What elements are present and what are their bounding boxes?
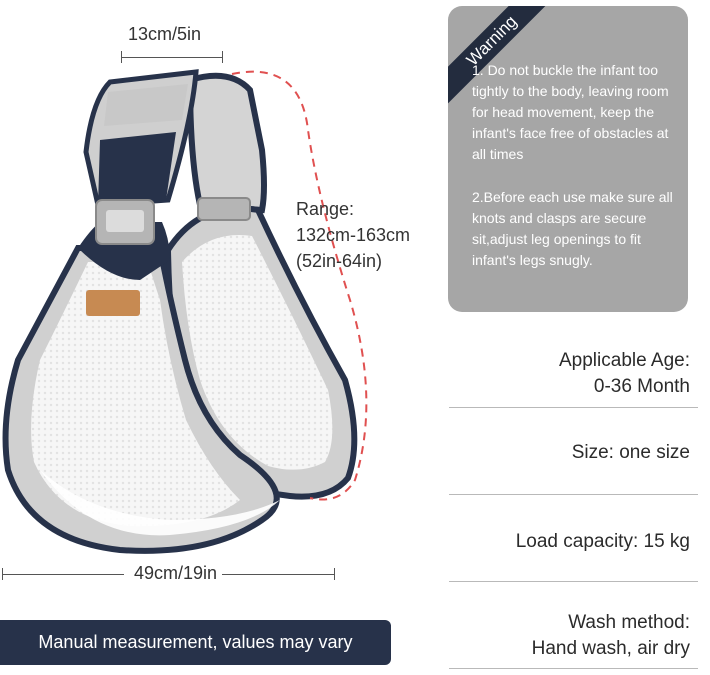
bottom-width-tick-right — [334, 568, 335, 580]
spec-wash-value: Hand wash, air dry — [531, 638, 690, 659]
bottom-width-tick-left — [2, 568, 3, 580]
spec-age: Applicable Age: 0-36 Month — [559, 348, 690, 400]
spec-divider — [449, 407, 698, 408]
strap-width-line — [121, 57, 223, 58]
spec-divider — [449, 668, 698, 669]
measurement-note-badge: Manual measurement, values may vary — [0, 620, 391, 665]
strap-width-tick-right — [222, 51, 223, 63]
range-annotation: Range: 132cm-163cm (52in-64in) — [296, 196, 410, 274]
warning-item-1: 1. Do not buckle the infant too tightly … — [472, 62, 669, 162]
bottom-width-line-left — [2, 574, 124, 575]
spec-wash: Wash method: Hand wash, air dry — [532, 610, 690, 662]
range-in: (52in-64in) — [296, 251, 383, 271]
spec-load: Load capacity: 15 kg — [515, 531, 690, 552]
range-cm: 132cm-163cm — [296, 225, 411, 245]
strap-width-tick-left — [121, 51, 122, 63]
spec-divider — [449, 581, 698, 582]
warning-card: Warning 1. Do not buckle the infant too … — [448, 6, 688, 312]
range-label: Range: — [296, 199, 355, 219]
bottom-width-line-right — [222, 574, 334, 575]
spec-divider — [449, 494, 698, 495]
strap-width-label: 13cm/5in — [128, 24, 202, 44]
warning-item-2: 2.Before each use make sure all knots an… — [472, 189, 673, 268]
spec-wash-label: Wash method: — [568, 612, 690, 633]
spec-size: Size: one size — [571, 442, 690, 463]
spec-age-value: 0-36 Month — [593, 376, 690, 397]
spec-age-label: Applicable Age: — [559, 350, 690, 371]
baby-sling-illustration — [2, 69, 368, 554]
bottom-width-label: 49cm/19in — [134, 563, 218, 583]
